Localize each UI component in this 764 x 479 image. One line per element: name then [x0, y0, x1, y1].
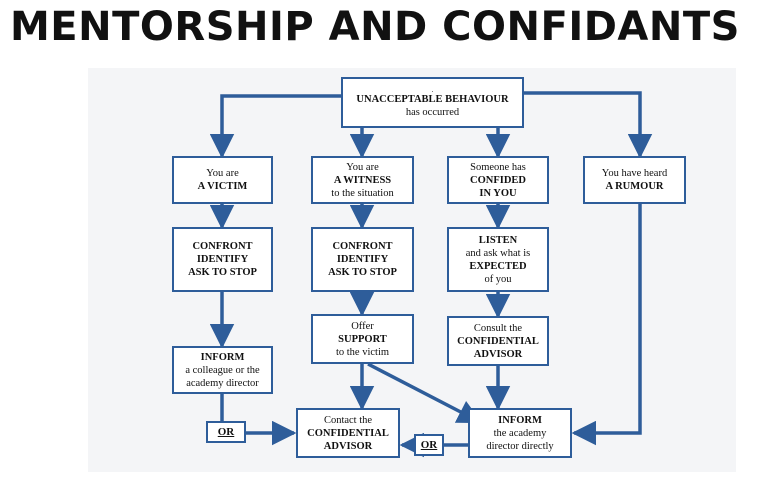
contact-line3: ADVISOR — [323, 440, 373, 452]
unacceptable-behaviour-box: . UNACCEPTABLE BEHAVIOUR has occurred — [341, 77, 524, 128]
page-title: MENTORSHIP AND CONFIDANTS — [10, 4, 740, 50]
consult-line1: Consult the — [473, 322, 523, 334]
inform-colleague-line3: academy director — [186, 377, 259, 389]
top-box-subtitle: has occurred — [405, 106, 460, 118]
contact-line1: Contact the — [323, 414, 373, 426]
rumour-line1: You have heard — [601, 168, 668, 179]
support-line1: Offer — [351, 320, 374, 332]
witness-line3: to the situation — [331, 187, 394, 199]
witness-line1: You are — [346, 161, 379, 173]
consult-box: Consult the CONFIDENTIAL ADVISOR — [447, 316, 549, 366]
inform-director-line2: the academy — [493, 427, 547, 439]
consult-line2: CONFIDENTIAL — [457, 335, 539, 347]
witness-box: You are A WITNESS to the situation — [311, 156, 414, 204]
confront-witness-line1: CONFRONT — [332, 241, 393, 252]
confided-box: Someone has CONFIDED IN YOU — [447, 156, 549, 204]
inform-director-line3: director directly — [486, 440, 554, 452]
listen-line1: LISTEN — [478, 234, 518, 246]
listen-line2: and ask what is — [465, 247, 531, 259]
listen-line4: of you — [484, 273, 512, 285]
support-line2: SUPPORT — [338, 333, 387, 345]
confront-victim-line2: IDENTIFY — [196, 254, 249, 265]
support-line3: to the victim — [335, 346, 390, 358]
confided-line1: Someone has — [470, 161, 526, 173]
consult-line3: ADVISOR — [473, 348, 523, 360]
confront-witness-line3: ASK TO STOP — [328, 267, 397, 278]
witness-line2: A WITNESS — [333, 174, 392, 186]
or-left-box: OR — [206, 421, 246, 443]
connector-top-to-rumour — [524, 91, 653, 159]
victim-line2: A VICTIM — [197, 181, 248, 192]
or-right-box: OR — [414, 434, 444, 456]
top-box-dot: . — [431, 85, 434, 94]
rumour-box: You have heard A RUMOUR — [583, 156, 686, 204]
rumour-line2: A RUMOUR — [605, 181, 664, 192]
victim-box: You are A VICTIM — [172, 156, 273, 204]
confront-witness-line2: IDENTIFY — [336, 254, 389, 265]
contact-advisor-box: Contact the CONFIDENTIAL ADVISOR — [296, 408, 400, 458]
confront-victim-box: CONFRONT IDENTIFY ASK TO STOP — [172, 227, 273, 292]
confided-line2: CONFIDED — [469, 174, 526, 186]
inform-director-box: INFORM the academy director directly — [468, 408, 572, 458]
listen-line3: EXPECTED — [469, 260, 527, 272]
listen-box: LISTEN and ask what is EXPECTED of you — [447, 227, 549, 292]
confront-victim-line1: CONFRONT — [192, 241, 253, 252]
confront-witness-box: CONFRONT IDENTIFY ASK TO STOP — [311, 227, 414, 292]
victim-line1: You are — [206, 168, 239, 179]
support-box: Offer SUPPORT to the victim — [311, 314, 414, 364]
inform-director-line1: INFORM — [498, 414, 542, 426]
confront-victim-line3: ASK TO STOP — [188, 267, 257, 278]
contact-line2: CONFIDENTIAL — [307, 427, 389, 439]
top-box-title: UNACCEPTABLE BEHAVIOUR — [356, 93, 509, 105]
confided-line3: IN YOU — [479, 187, 517, 199]
inform-colleague-box: INFORM a colleague or the academy direct… — [172, 346, 273, 394]
connector-support-to-inform-director — [367, 362, 483, 424]
connector-rumour-to-inform-director — [571, 204, 642, 446]
inform-colleague-line2: a colleague or the — [185, 364, 260, 376]
connector-top-to-victim — [209, 94, 341, 159]
inform-colleague-line1: INFORM — [200, 351, 245, 363]
